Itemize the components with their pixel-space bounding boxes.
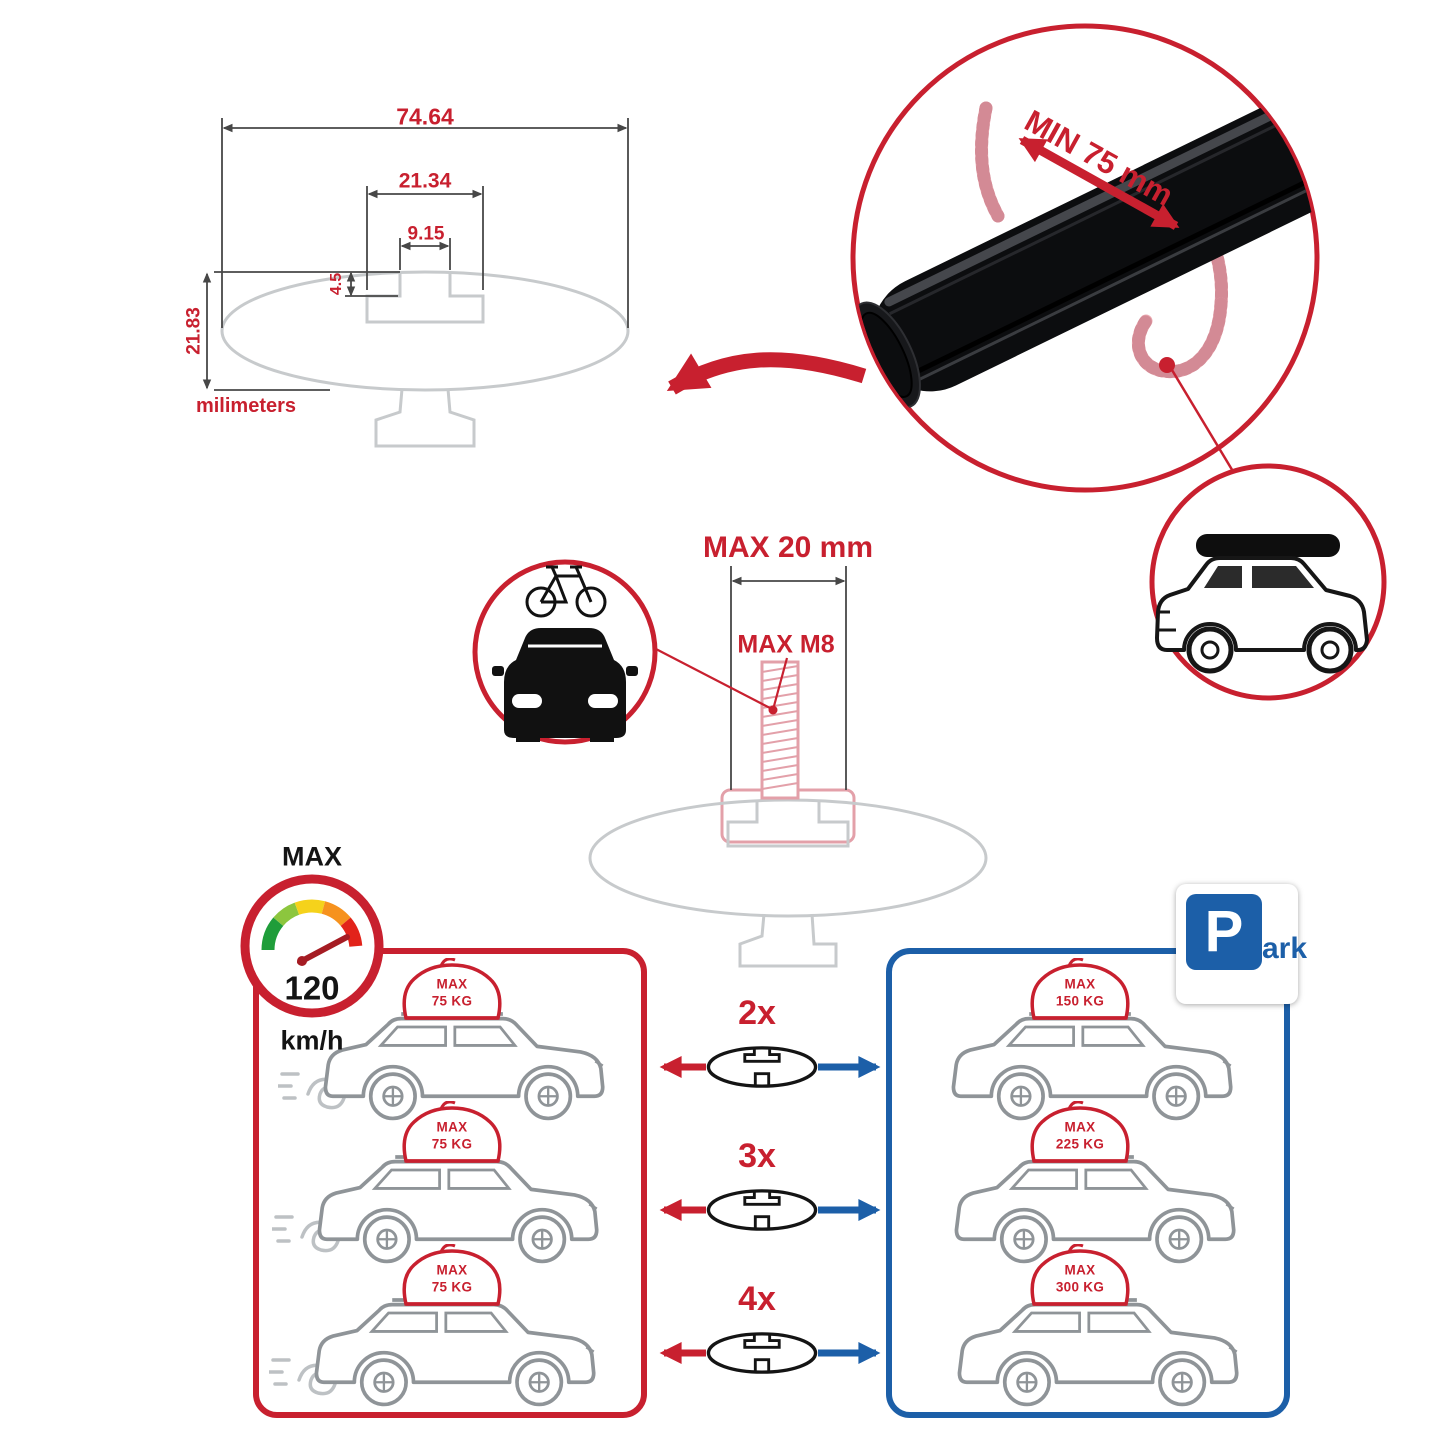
dim-lip-depth: 4.5 (328, 272, 345, 296)
parked-load-box (886, 948, 1290, 1418)
clamp-detail-circle (850, 23, 1320, 493)
crossbar-render (854, 51, 1316, 409)
slot-profile-outline (588, 798, 988, 968)
max-thread-label: MAX M8 (737, 630, 835, 659)
bag-weight: 150 KG (1055, 993, 1105, 1009)
crossbar-profile-icon (706, 1332, 818, 1374)
t-nut-plate (720, 788, 856, 844)
threaded-bolt (760, 660, 800, 800)
bike-car-circle (472, 559, 771, 745)
bag-max-label: MAX (1064, 1119, 1096, 1135)
bag-max-label: MAX (1064, 976, 1096, 992)
speed-units: km/h (280, 1025, 344, 1056)
crossbar-profile-icon (706, 1046, 818, 1088)
dim-units-label: milimeters (195, 395, 297, 417)
max-length-label: MAX 20 mm (702, 531, 874, 564)
clamp-rear (975, 101, 1228, 311)
pointer-arrow (666, 352, 867, 395)
bolt-leaders (768, 657, 789, 715)
bag-weight: 75 KG (431, 1136, 473, 1152)
row-multiplier: 4x (738, 1280, 776, 1318)
bag-weight: 300 KG (1055, 1279, 1105, 1295)
car-front-silhouette (492, 628, 638, 742)
park-sign-square: P (1186, 894, 1262, 970)
bag-max-label: MAX (1064, 1262, 1096, 1278)
crossbar-profile-outline (220, 270, 630, 448)
dimension-lines (202, 118, 629, 391)
crossbar-profile-icon (706, 1189, 818, 1231)
bag-weight: 75 KG (431, 993, 473, 1009)
bolt-threads (761, 665, 799, 790)
bag-max-label: MAX (436, 976, 468, 992)
clamp-point-dot (1159, 357, 1175, 373)
park-sign-suffix: ark (1262, 932, 1308, 965)
dim-slot-width: 9.15 (407, 223, 445, 245)
bag-weight: 75 KG (431, 1279, 473, 1295)
connector-line (1170, 369, 1239, 479)
driving-load-box (253, 948, 647, 1418)
dim-channel-width: 21.34 (398, 169, 452, 193)
suv-illustration (1155, 534, 1369, 674)
dim-total-width: 74.64 (396, 103, 454, 130)
speed-max-label: MAX (282, 841, 342, 872)
bag-max-label: MAX (436, 1119, 468, 1135)
bag-max-label: MAX (436, 1262, 468, 1278)
row-multiplier: 2x (738, 994, 776, 1032)
min-clearance-label: MIN 75 mm (1018, 103, 1180, 213)
bag-weight: 225 KG (1055, 1136, 1105, 1152)
bolt-diagram (588, 566, 988, 968)
park-sign-letter: P (1204, 899, 1244, 964)
crossbar-body (854, 51, 1316, 409)
dim-total-height: 21.83 (183, 307, 205, 355)
park-sign: P ark (1176, 884, 1307, 1004)
speed-value: 120 (284, 969, 340, 1007)
suv-roofbox-circle (1149, 463, 1387, 701)
gauge-arc (261, 899, 363, 951)
row-multiplier: 3x (738, 1137, 776, 1175)
bike-icon (525, 565, 607, 618)
clamp-front (1131, 297, 1228, 379)
bolt-dimension-lines (730, 566, 847, 790)
